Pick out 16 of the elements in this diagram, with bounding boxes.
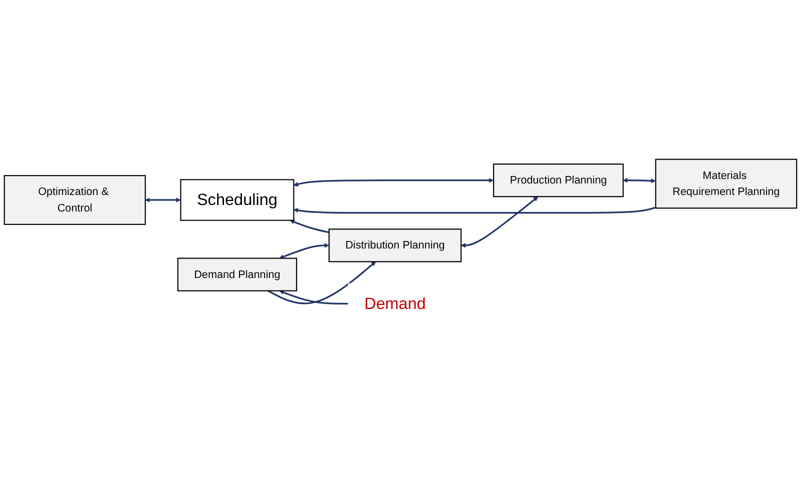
arrow — [279, 290, 348, 304]
node-box: Materials Requirement Planning — [655, 158, 798, 208]
node-box: Production Planning — [493, 163, 624, 197]
node-box: Optimization & Control — [4, 174, 146, 225]
arrow — [293, 206, 656, 214]
node-text: Demand — [364, 294, 426, 312]
arrow — [279, 242, 330, 259]
node-box: Demand Planning — [177, 258, 298, 292]
arrow — [290, 219, 330, 233]
arrow — [145, 197, 181, 202]
arrow — [622, 178, 656, 184]
arrow — [268, 261, 376, 304]
node-box: Scheduling — [180, 178, 294, 221]
arrow — [293, 178, 494, 186]
arrow — [460, 196, 538, 248]
node-box: Distribution Planning — [328, 228, 462, 262]
